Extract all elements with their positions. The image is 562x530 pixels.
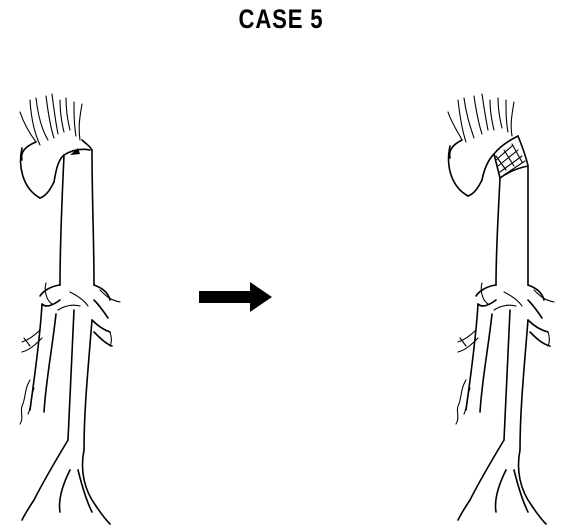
aorta-graft-icon (448, 94, 554, 524)
right-arrow-icon (199, 282, 272, 312)
aorta-native-icon (20, 94, 120, 524)
